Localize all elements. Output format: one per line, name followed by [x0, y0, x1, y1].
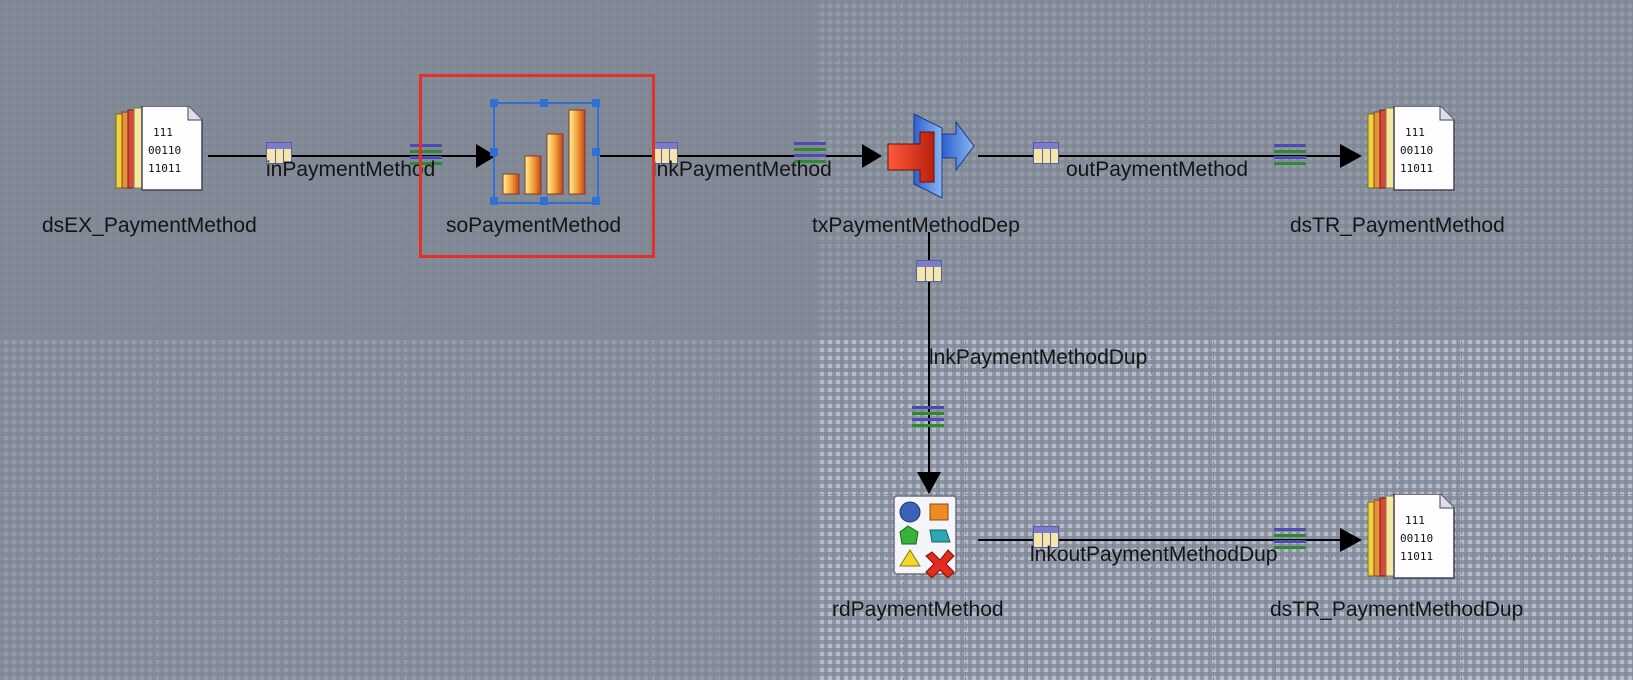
- stage-dsTR_PaymentMethodDup[interactable]: 111 00110 11011: [1364, 493, 1460, 584]
- svg-text:111: 111: [1405, 126, 1425, 139]
- svg-text:11011: 11011: [148, 162, 181, 175]
- resize-handle[interactable]: [592, 99, 600, 107]
- stage-label: txPaymentMethodDep: [812, 214, 1020, 237]
- bar-chart-sort-icon: [502, 109, 586, 195]
- link-label-inPaymentMethod[interactable]: inPaymentMethod: [266, 158, 436, 181]
- svg-text:111: 111: [153, 126, 173, 139]
- link-label-lnkoutPaymentMethodDup[interactable]: lnkoutPaymentMethodDup: [1030, 543, 1278, 566]
- binary-dataset-icon: 111 00110 11011: [1367, 105, 1455, 191]
- link-input-port-icon: [1274, 528, 1306, 550]
- link-input-port-icon: [912, 406, 944, 428]
- link-output-port-icon: [1033, 526, 1059, 548]
- remove-duplicates-icon: [893, 495, 957, 579]
- link-output-port-icon: [1033, 142, 1059, 164]
- stage-dsEX_PaymentMethod[interactable]: 111 00110 11011: [112, 105, 208, 196]
- resize-handle[interactable]: [490, 148, 498, 156]
- svg-text:11011: 11011: [1400, 550, 1433, 563]
- transformer-arrow-icon: [887, 113, 975, 199]
- stage-rdPaymentMethod[interactable]: [892, 494, 972, 579]
- link-input-port-icon: [794, 142, 826, 164]
- resize-handle[interactable]: [490, 99, 498, 107]
- selection-highlight: [419, 74, 655, 258]
- binary-dataset-icon: 111 00110 11011: [115, 105, 203, 191]
- stage-dsTR_PaymentMethod[interactable]: 111 00110 11011: [1364, 105, 1460, 196]
- resize-handle[interactable]: [490, 197, 498, 205]
- binary-dataset-icon: 111 00110 11011: [1367, 493, 1455, 579]
- link-input-port-icon: [1274, 144, 1306, 166]
- svg-text:00110: 00110: [148, 144, 181, 157]
- stage-label: rdPaymentMethod: [832, 598, 1004, 621]
- stage-soPaymentMethod[interactable]: [490, 99, 600, 205]
- link-label-lnkPaymentMethod[interactable]: lnkPaymentMethod: [652, 158, 832, 181]
- link-output-port-icon: [266, 142, 292, 164]
- link-label-outPaymentMethod[interactable]: outPaymentMethod: [1066, 158, 1249, 181]
- link-output-port-icon: [916, 260, 942, 282]
- svg-text:00110: 00110: [1400, 144, 1433, 157]
- svg-text:11011: 11011: [1400, 162, 1433, 175]
- resize-handle[interactable]: [540, 197, 548, 205]
- link-label-lnkPaymentMethodDup[interactable]: lnkPaymentMethodDup: [929, 346, 1148, 369]
- resize-handle[interactable]: [592, 197, 600, 205]
- stage-label: dsTR_PaymentMethod: [1290, 214, 1505, 237]
- resize-handle[interactable]: [592, 148, 600, 156]
- svg-text:00110: 00110: [1400, 532, 1433, 545]
- resize-handle[interactable]: [540, 99, 548, 107]
- stage-label: dsTR_PaymentMethodDup: [1270, 598, 1524, 621]
- stage-txPaymentMethodDep[interactable]: [884, 112, 976, 200]
- svg-text:111: 111: [1405, 514, 1425, 527]
- stage-label: dsEX_PaymentMethod: [42, 214, 257, 237]
- link-input-port-icon: [410, 144, 442, 166]
- stage-label: soPaymentMethod: [446, 214, 622, 237]
